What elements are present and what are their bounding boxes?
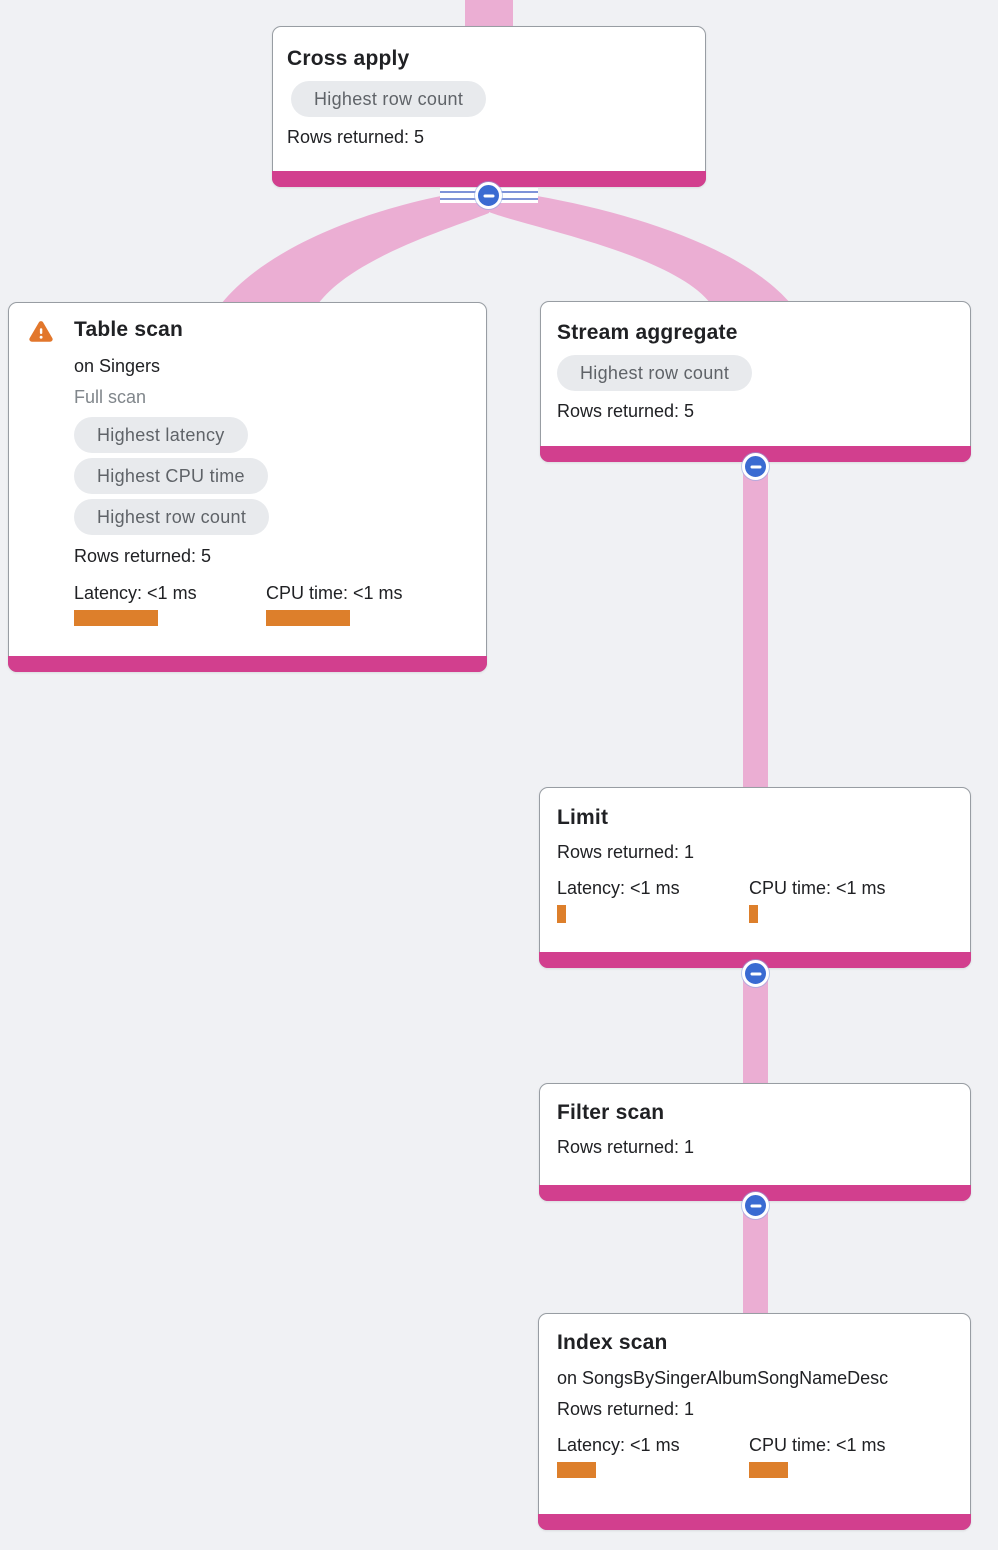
node-title: Filter scan xyxy=(557,1101,665,1124)
plan-node-cross-apply[interactable]: Cross apply Highest row count Rows retur… xyxy=(272,26,706,187)
edge-cross-apply-to-table-scan xyxy=(221,196,489,304)
cpu-time-metric: CPU time: <1 ms xyxy=(749,1435,941,1478)
cpu-time-metric: CPU time: <1 ms xyxy=(266,583,458,626)
node-subtitle: on SongsBySingerAlbumSongNameDesc xyxy=(557,1368,889,1388)
rows-returned-text: Rows returned: 5 xyxy=(557,401,695,421)
node-subtitle: on Singers xyxy=(74,356,161,376)
warning-icon xyxy=(29,321,53,626)
latency-bar xyxy=(74,610,158,626)
edge-parent-to-cross-apply xyxy=(465,0,513,28)
collapse-button-cross-apply[interactable] xyxy=(475,182,502,209)
badge-highest-row-count: Highest row count xyxy=(291,81,487,117)
node-title: Table scan xyxy=(74,318,183,341)
cpu-time-bar xyxy=(749,905,758,923)
plan-node-limit[interactable]: Limit Rows returned: 1 Latency: <1 ms CP… xyxy=(539,787,971,968)
cpu-time-bar xyxy=(749,1462,788,1478)
cpu-time-bar xyxy=(266,610,350,626)
latency-metric: Latency: <1 ms xyxy=(557,1435,749,1478)
plan-node-filter-scan[interactable]: Filter scan Rows returned: 1 xyxy=(539,1083,971,1201)
rows-returned-text: Rows returned: 1 xyxy=(557,842,695,862)
rows-returned-text: Rows returned: 5 xyxy=(287,127,425,147)
node-accent-bar xyxy=(8,656,487,672)
plan-node-stream-aggregate[interactable]: Stream aggregate Highest row count Rows … xyxy=(540,301,971,462)
cpu-time-metric: CPU time: <1 ms xyxy=(749,878,941,923)
edge-cross-apply-to-stream-aggregate xyxy=(489,196,791,304)
badge-highest-row-count: Highest row count xyxy=(557,355,753,391)
badge-highest-cpu-time: Highest CPU time xyxy=(74,458,268,494)
latency-metric: Latency: <1 ms xyxy=(74,583,266,626)
latency-bar xyxy=(557,1462,596,1478)
plan-node-index-scan[interactable]: Index scan on SongsBySingerAlbumSongName… xyxy=(538,1313,971,1530)
node-accent-bar xyxy=(538,1514,971,1530)
node-title: Index scan xyxy=(557,1331,668,1354)
node-title: Stream aggregate xyxy=(557,321,738,344)
latency-metric: Latency: <1 ms xyxy=(557,878,749,923)
node-accent-bar xyxy=(272,171,706,187)
node-title: Limit xyxy=(557,806,609,829)
edge-stream-aggregate-to-limit xyxy=(743,450,768,792)
node-note: Full scan xyxy=(74,387,147,407)
badge-highest-latency: Highest latency xyxy=(74,417,248,453)
badge-highest-row-count: Highest row count xyxy=(74,499,270,535)
collapse-button-stream-aggregate[interactable] xyxy=(742,453,769,480)
rows-returned-text: Rows returned: 1 xyxy=(557,1137,695,1157)
rows-returned-text: Rows returned: 1 xyxy=(557,1399,695,1419)
plan-node-table-scan[interactable]: Table scan on Singers Full scan Highest … xyxy=(8,302,487,672)
node-title: Cross apply xyxy=(287,47,410,70)
rows-returned-text: Rows returned: 5 xyxy=(74,546,212,566)
latency-bar xyxy=(557,905,566,923)
collapse-button-limit[interactable] xyxy=(742,960,769,987)
collapse-button-filter-scan[interactable] xyxy=(742,1192,769,1219)
